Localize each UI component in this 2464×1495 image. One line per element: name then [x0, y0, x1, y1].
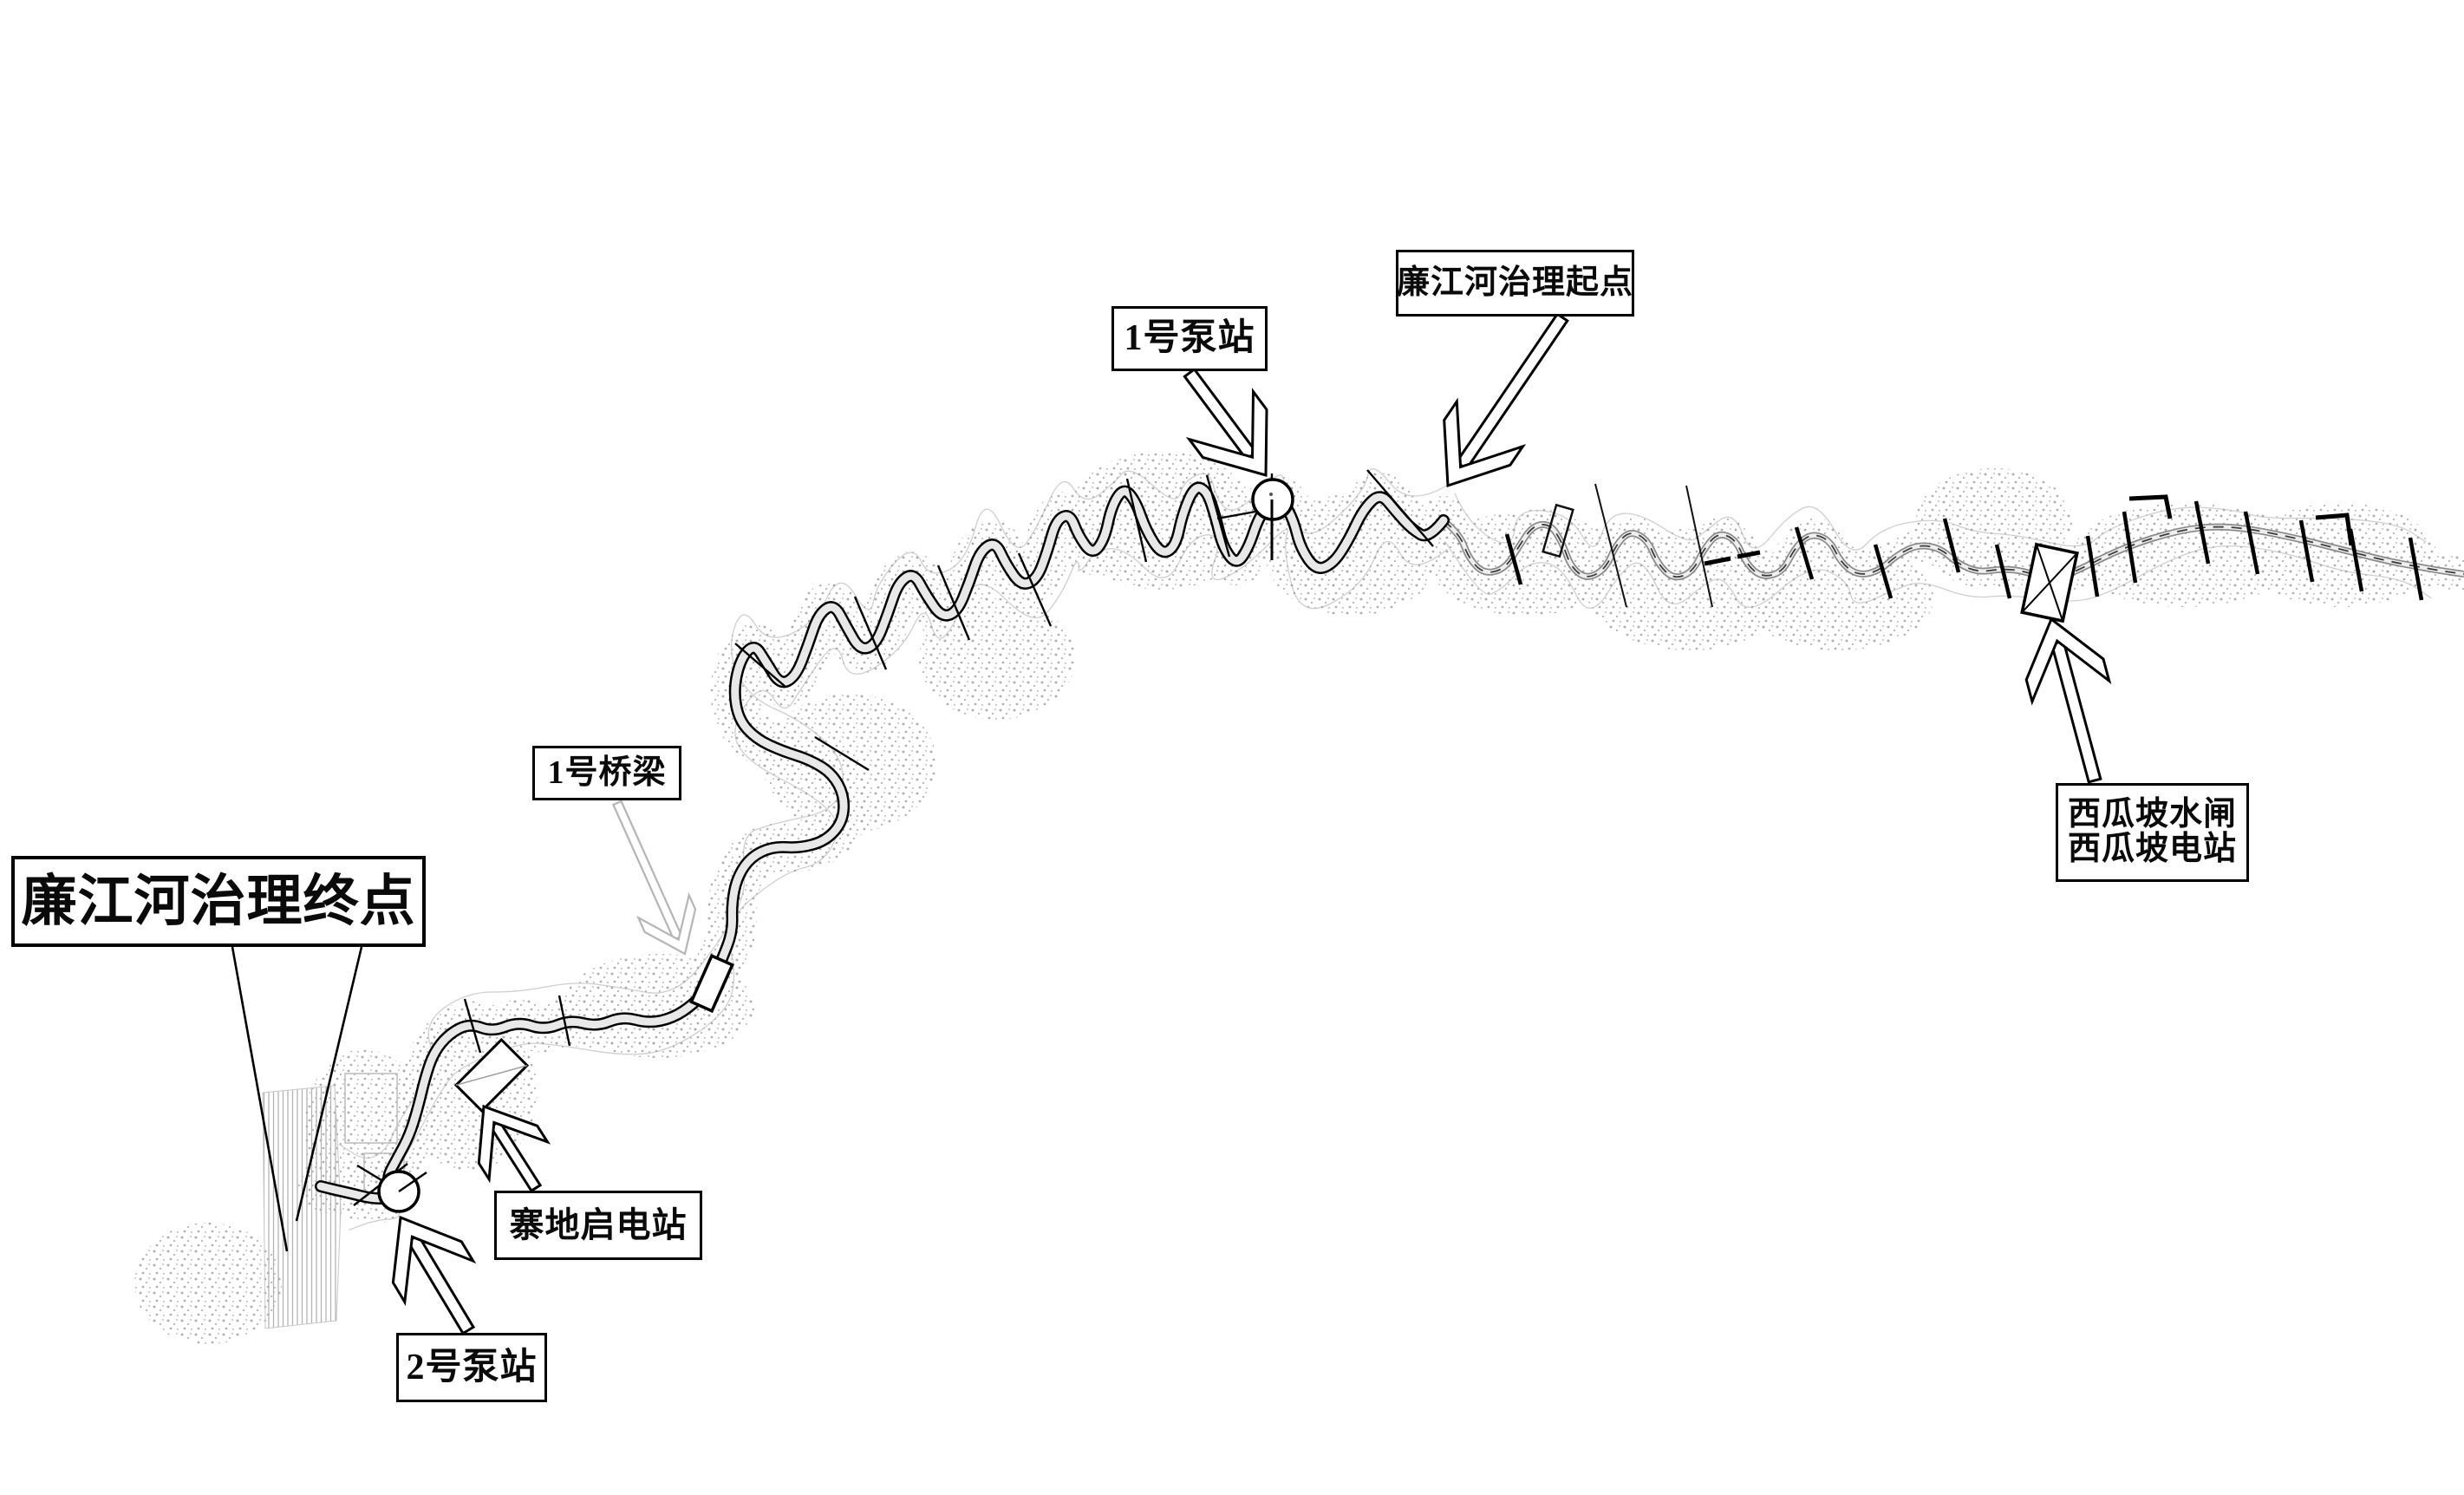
label-treatment-end: 廉江河治理终点: [11, 856, 426, 947]
stipple-vegetation: [134, 451, 2436, 1344]
pump-station-1-symbol: [1251, 478, 1294, 560]
river-channel-treated: [315, 481, 1450, 1204]
bridge-1-symbol: [689, 953, 734, 1014]
receiving-river-hatch: [262, 1073, 405, 1329]
treatment-end-text: 廉江河治理终点: [21, 870, 416, 932]
xiguapo-arrow: [2024, 617, 2112, 784]
xiguapo-sluice-text: 西瓜坡水闸: [2067, 796, 2237, 833]
river-channel-upstream: [1441, 517, 2464, 581]
bridge-1-text: 1号桥梁: [547, 754, 667, 791]
label-xiguapo: 西瓜坡水闸 西瓜坡电站: [2056, 783, 2249, 882]
label-bridge-1: 1号桥梁: [532, 746, 681, 800]
label-zhaidi-power-station: 寨地启电站: [494, 1191, 702, 1260]
treatment-start-arrow: [1443, 312, 1569, 488]
pump-station-1-arrow: [1183, 367, 1268, 477]
upstream-bridge-symbol: [1542, 503, 1574, 558]
pump-station-1-text: 1号泵站: [1124, 318, 1255, 359]
treatment-start-text: 廉江河治理起点: [1397, 264, 1634, 301]
pump-station-2-symbol: [377, 1170, 427, 1213]
zhaidi-power-station-symbol: [453, 1037, 530, 1113]
pump-station-2-arrow: [391, 1215, 477, 1335]
zhaidi-power-station-text: 寨地启电站: [509, 1205, 688, 1244]
pump-station-2-text: 2号泵站: [406, 1347, 538, 1387]
label-pump-station-1: 1号泵站: [1111, 306, 1268, 371]
treatment-end-leader: [231, 946, 363, 1252]
bridge-1-arrow: [611, 800, 697, 956]
xiguapo-text-stack: 西瓜坡水闸 西瓜坡电站: [2067, 796, 2237, 867]
label-treatment-start: 廉江河治理起点: [1396, 250, 1634, 317]
xiguapo-sluice-symbol: [2020, 542, 2079, 623]
xiguapo-power-station-text: 西瓜坡电站: [2067, 831, 2237, 867]
label-pump-station-2: 2号泵站: [396, 1333, 547, 1402]
zhaidi-power-station-arrow: [477, 1104, 551, 1193]
